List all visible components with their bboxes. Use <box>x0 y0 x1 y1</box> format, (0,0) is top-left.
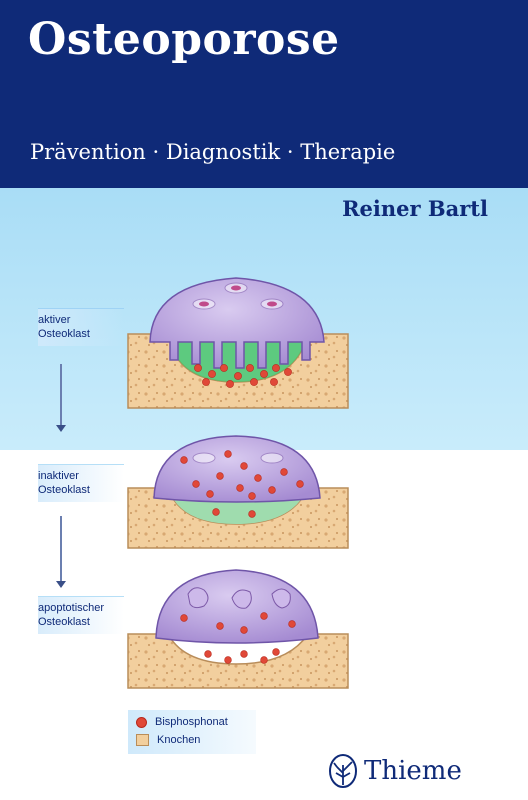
stage-label-active: aktiver Osteoklast <box>38 308 124 346</box>
inactive-osteoclast-diagram <box>127 435 349 549</box>
legend-item-bone: Knochen <box>136 734 200 746</box>
bisphosphonate-dot-icon <box>136 716 147 728</box>
cover-header: Osteoporose Prävention · Diagnostik · Th… <box>0 0 528 188</box>
book-title: Osteoporose <box>28 14 340 65</box>
book-subtitle: Prävention · Diagnostik · Therapie <box>30 140 396 164</box>
legend: Bisphosphonat Knochen <box>128 710 256 754</box>
stage-label-apoptotic: apoptotischer Osteoklast <box>38 596 124 634</box>
arrow-down-icon <box>56 516 66 588</box>
publisher-logo: Thieme <box>328 753 462 789</box>
author-name: Reiner Bartl <box>342 196 488 221</box>
active-osteoclast-diagram <box>127 277 349 409</box>
stage-label-inactive: inaktiver Osteoklast <box>38 464 124 502</box>
bone-texture-icon <box>136 734 149 746</box>
publisher-name: Thieme <box>364 756 462 786</box>
legend-item-bisphosphonate: Bisphosphonat <box>136 716 228 728</box>
arrow-down-icon <box>56 364 66 432</box>
apoptotic-osteoclast-diagram <box>127 569 349 689</box>
tree-icon <box>329 754 357 788</box>
